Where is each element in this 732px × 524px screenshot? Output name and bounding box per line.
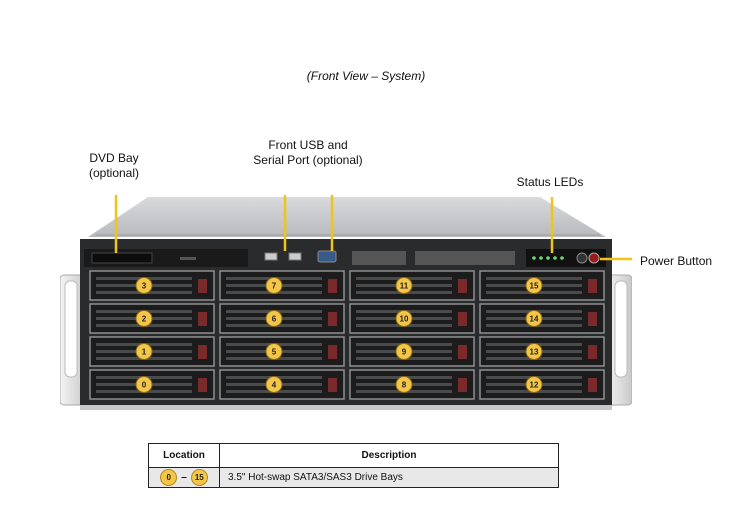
power-button — [588, 252, 600, 264]
badge-from: 0 — [160, 469, 178, 486]
bay-number-label: 0 — [142, 381, 147, 390]
drive-bay[interactable]: 9 — [349, 336, 475, 367]
bay-number-badge — [265, 343, 283, 360]
bay-number-label: 4 — [272, 381, 277, 390]
bay-number-badge — [395, 376, 413, 393]
chassis-top-cover — [88, 197, 606, 237]
bay-number-label: 13 — [530, 348, 539, 357]
drive-bay[interactable]: 3 — [89, 270, 215, 301]
bay-number-badge — [525, 343, 543, 360]
callout-lines — [114, 195, 632, 261]
header-location: Location — [148, 443, 220, 468]
power-button-label: Power Button — [640, 254, 713, 268]
bay-number-label: 9 — [402, 348, 407, 357]
bay-number-label: 8 — [402, 381, 407, 390]
drive-bay[interactable]: 15 — [479, 270, 605, 301]
bay-number-badge — [135, 310, 153, 327]
usb-port-2 — [288, 252, 302, 261]
front-vent — [352, 251, 515, 265]
reset-button — [576, 252, 588, 264]
location-cell: 0–15 — [148, 467, 220, 488]
drive-bay[interactable]: 12 — [479, 369, 605, 400]
bay-number-badge — [265, 277, 283, 294]
drive-latch — [458, 378, 467, 392]
figure-caption: (Front View – System) — [306, 69, 426, 83]
bay-number-badge — [135, 343, 153, 360]
bay-number-label: 10 — [400, 315, 409, 324]
drive-bay[interactable]: 2 — [89, 303, 215, 334]
bay-number-badge — [135, 376, 153, 393]
drive-bay[interactable]: 5 — [219, 336, 345, 367]
drive-latch — [328, 378, 337, 392]
drive-bay[interactable]: 10 — [349, 303, 475, 334]
bay-number-badge — [135, 277, 153, 294]
drive-latch — [198, 312, 207, 326]
drive-latch — [458, 312, 467, 326]
drive-latch — [328, 312, 337, 326]
drive-bay[interactable]: 14 — [479, 303, 605, 334]
bay-number-badge — [395, 343, 413, 360]
drive-latch — [198, 279, 207, 293]
drive-bay[interactable]: 13 — [479, 336, 605, 367]
dvd-bay-label-line1: DVD Bay — [89, 151, 139, 165]
bay-number-label: 7 — [272, 282, 277, 291]
location-description-table: Location Description 0–15 3.5" Hot-swap … — [148, 443, 559, 488]
drive-bay[interactable]: 11 — [349, 270, 475, 301]
drive-latch — [588, 345, 597, 359]
status-led-indicators — [532, 256, 564, 260]
range-dash: – — [181, 472, 187, 483]
drive-latch — [588, 378, 597, 392]
table-header-row: Location Description — [148, 443, 559, 468]
status-panel — [526, 249, 606, 267]
bay-number-label: 5 — [272, 348, 277, 357]
drive-latch — [588, 279, 597, 293]
bay-number-badge — [525, 277, 543, 294]
drive-bay[interactable]: 7 — [219, 270, 345, 301]
drive-latch — [328, 279, 337, 293]
bay-number-label: 1 — [142, 348, 147, 357]
bay-number-label: 12 — [530, 381, 539, 390]
header-description: Description — [219, 443, 559, 468]
table-row: 0–15 3.5" Hot-swap SATA3/SAS3 Drive Bays — [148, 467, 559, 488]
bay-number-badge — [525, 376, 543, 393]
dvd-bay-label: DVD Bay (optional) — [74, 151, 154, 181]
front-usb-label: Front USB and Serial Port (optional) — [238, 138, 378, 168]
drive-bay[interactable]: 6 — [219, 303, 345, 334]
drive-bay[interactable]: 1 — [89, 336, 215, 367]
badge-to: 15 — [190, 469, 208, 486]
bay-number-badge — [395, 310, 413, 327]
drive-latch — [328, 345, 337, 359]
drive-latch — [458, 345, 467, 359]
bay-number-label: 2 — [142, 315, 147, 324]
status-leds-label: Status LEDs — [516, 175, 584, 189]
drive-bay[interactable]: 0 — [89, 369, 215, 400]
description-cell: 3.5" Hot-swap SATA3/SAS3 Drive Bays — [219, 467, 559, 488]
serial-port — [317, 250, 337, 263]
usb-port-1 — [264, 252, 278, 261]
front-usb-label-line1: Front USB and — [268, 138, 348, 152]
bay-number-label: 15 — [530, 282, 539, 291]
bay-number-badge — [265, 310, 283, 327]
bay-number-label: 3 — [142, 282, 147, 291]
drive-bay[interactable]: 8 — [349, 369, 475, 400]
drive-latch — [458, 279, 467, 293]
drive-latch — [588, 312, 597, 326]
bay-number-badge — [525, 310, 543, 327]
drive-bay[interactable]: 4 — [219, 369, 345, 400]
bay-number-label: 11 — [400, 282, 409, 291]
front-usb-label-line2: Serial Port (optional) — [253, 153, 363, 167]
bay-number-label: 14 — [530, 315, 539, 324]
bay-number-badge — [395, 277, 413, 294]
bay-number-badge — [265, 376, 283, 393]
drive-latch — [198, 345, 207, 359]
drive-latch — [198, 378, 207, 392]
dvd-bay-label-line2: (optional) — [88, 166, 140, 180]
bay-number-label: 6 — [272, 315, 277, 324]
